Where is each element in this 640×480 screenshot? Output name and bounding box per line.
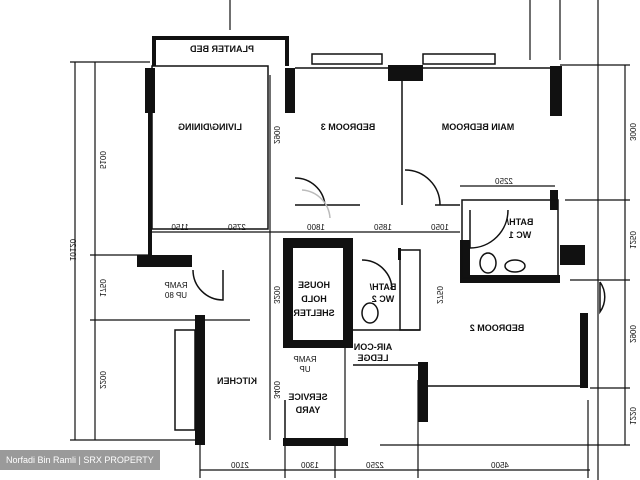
dim-left-overall: 10120 [68,238,77,261]
label-ramp-a: RAMP [164,281,187,290]
dim-top-5: 1050 [431,223,449,232]
dim-top-4: 1850 [374,223,392,232]
dim-bottom-2: 1300 [301,461,319,470]
label-bath-wc-1-b: WC 1 [509,230,532,240]
dim-left-1: 5100 [98,151,107,169]
dim-right-1: 3000 [628,123,637,141]
dim-inner-2: 3200 [272,286,281,304]
label-aircon-a: AIR-CON [354,342,393,352]
dim-right-2: 1250 [628,231,637,249]
label-bedroom-3: BEDROOM 3 [321,122,376,132]
dim-bottom-3: 2250 [366,461,384,470]
dimension-lines [70,0,630,480]
label-shelter-c: SHELTER [293,308,335,318]
dim-bottom-1: 2100 [231,461,249,470]
label-shelter-b: HOLD [301,294,327,304]
label-planter-bed: LIVING/DINING [178,122,242,132]
label-aircon-b: LEDGE [357,353,388,363]
label-bath-wc-1: BATH/ [506,217,533,227]
dim-left-3: 2200 [98,371,107,389]
label-bath-wc-2-b: WC 2 [372,294,395,304]
dim-top-3: 1800 [307,223,325,232]
label-kitchen: KITCHEN [217,376,257,386]
dim-inner-3: 3400 [272,381,281,399]
label-ramp-b: RAMP [293,355,316,364]
dim-right-3: 2900 [628,325,637,343]
watermark: Norfadi Bin Ramli | SRX PROPERTY [0,450,160,470]
dim-top-1: 1150 [171,223,189,232]
dimension-labels: 10120 5100 1750 2200 2900 3200 3400 2750… [68,123,637,470]
label-ramp-b2: UP [299,365,310,374]
walls [137,36,588,446]
dim-left-2: 1750 [98,279,107,297]
partitions [151,53,606,445]
label-service-a: SERVICE [288,392,327,402]
dim-mid-1: 2750 [435,286,444,304]
dim-right-4: 1220 [628,407,637,425]
dim-top-2: 2750 [228,223,246,232]
room-labels: LIVING/DINING PLANTER BED BEDROOM 3 MAIN… [164,44,533,415]
label-planter: PLANTER BED [190,44,255,54]
label-main-bedroom: MAIN BEDROOM [442,122,515,132]
label-ramp-a2: UP 80 [164,291,187,300]
dim-top-6: 2250 [495,177,513,186]
label-shelter-a: HOUSE [298,280,330,290]
dim-bottom-4: 4500 [491,461,509,470]
label-bedroom-2: BEDROOM 2 [470,323,525,333]
dim-inner-1: 2900 [272,126,281,144]
label-bath-wc-2: BATH/ [369,282,396,292]
label-service-b: YARD [295,405,320,415]
